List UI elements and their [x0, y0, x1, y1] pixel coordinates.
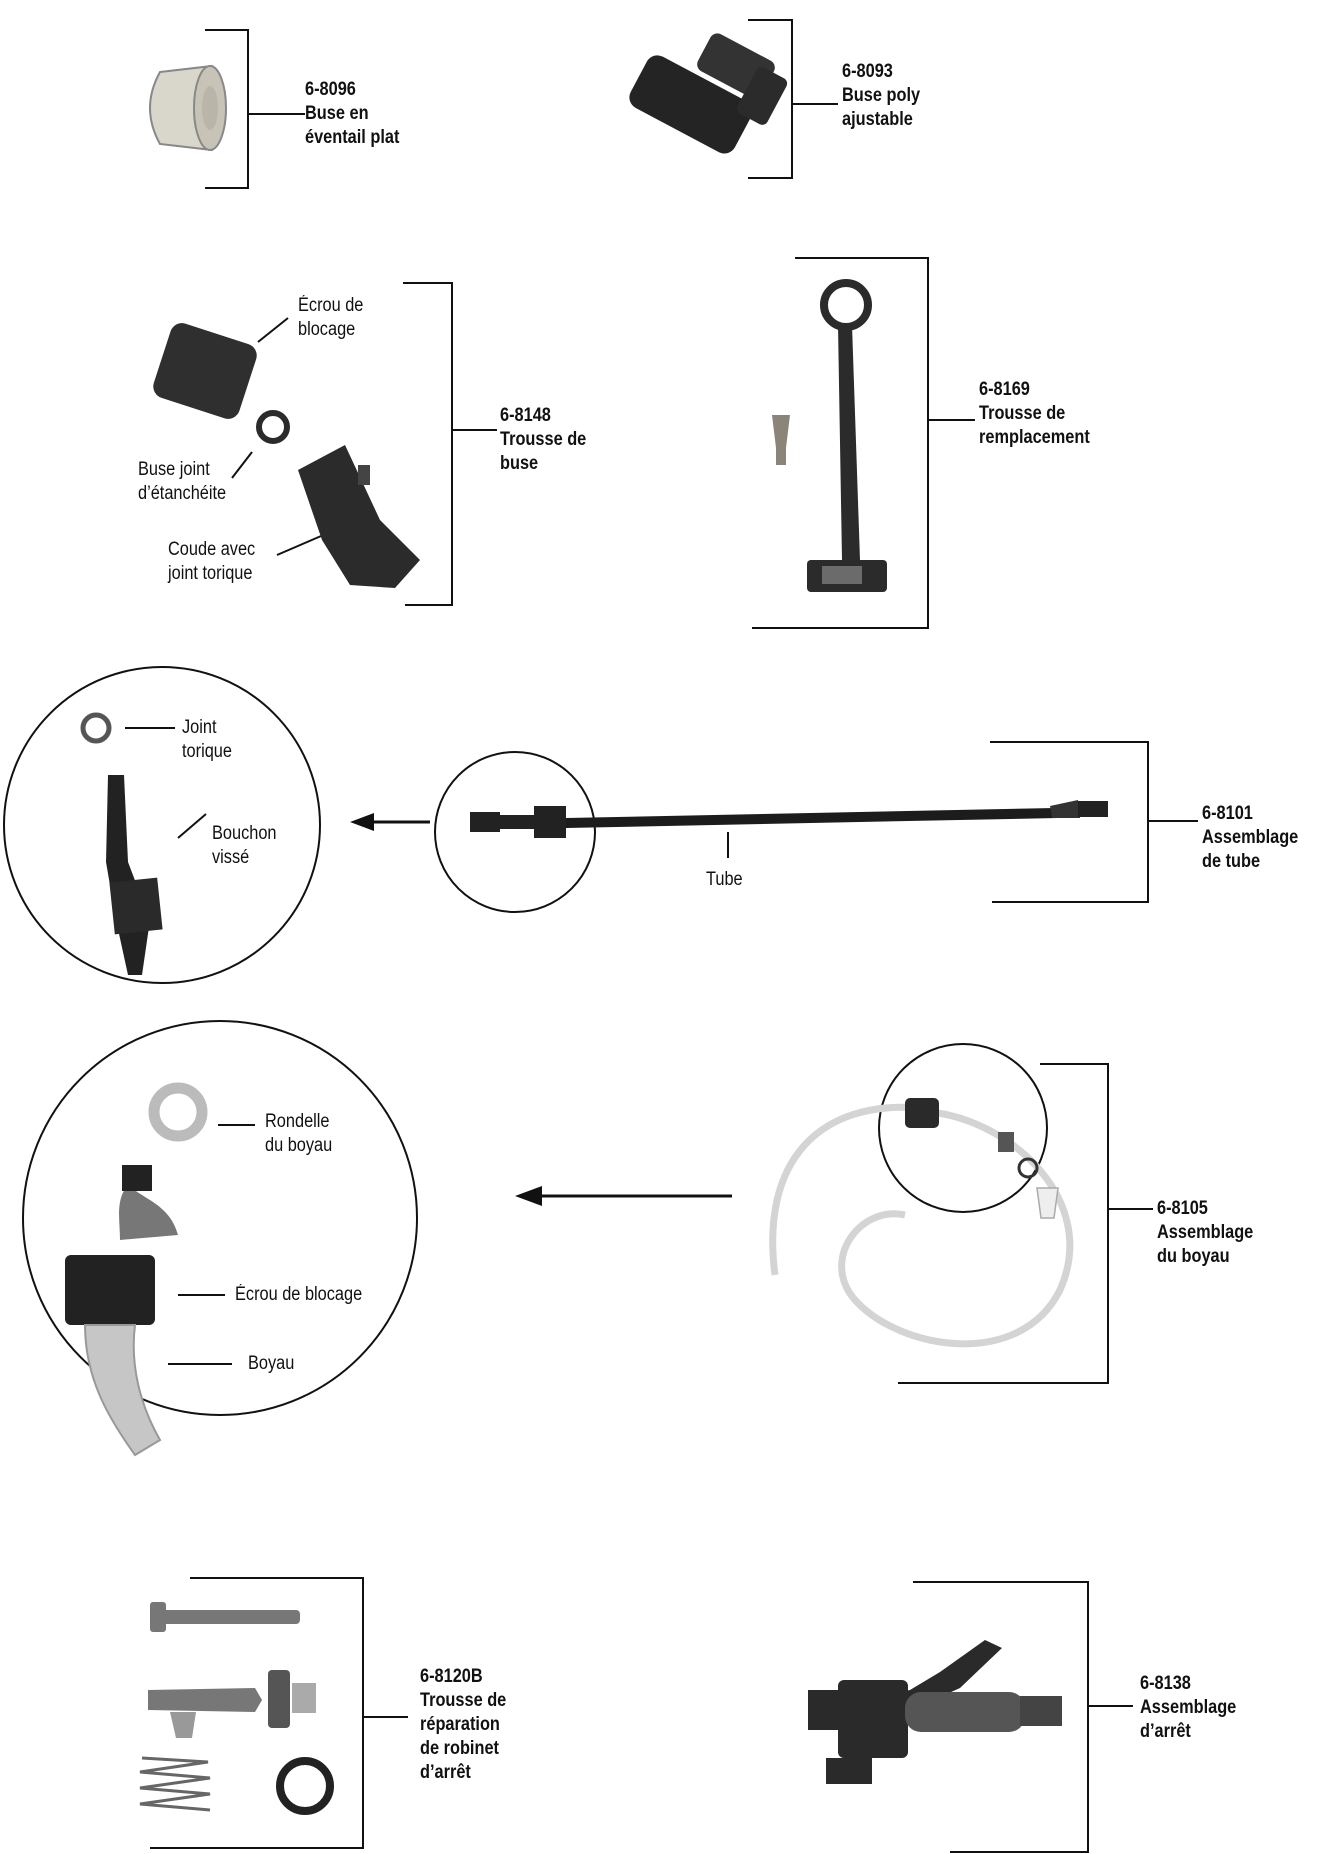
- callout-line: d’étanchéite: [138, 483, 227, 504]
- callout-ecrou-blocage-hose: Écrou de blocage: [235, 1283, 362, 1307]
- bracket-8093: [748, 19, 793, 179]
- part-number: 6-8148: [500, 405, 551, 426]
- part-name-line: éventail plat: [305, 127, 400, 148]
- callout-line: Joint: [182, 717, 217, 738]
- part-name-line: Assemblage: [1157, 1222, 1254, 1243]
- callout-coude: Coude avec joint torique: [168, 538, 255, 586]
- part-label-8148: 6-8148 Trousse de buse: [500, 404, 586, 476]
- callout-tube: Tube: [706, 868, 743, 892]
- arrow-head-hose: [515, 1186, 542, 1206]
- bracket-8105: [898, 1063, 1109, 1384]
- part-name-line: Trousse de: [979, 403, 1066, 424]
- part-label-8105: 6-8105 Assemblage du boyau: [1157, 1197, 1253, 1269]
- part-name-line: réparation: [420, 1714, 500, 1735]
- flat-fan-nozzle: [149, 64, 227, 152]
- shutoff-assembly: [808, 1640, 1062, 1784]
- part-name-line: de robinet: [420, 1738, 499, 1759]
- tube-assembly: [470, 800, 1108, 838]
- part-name-line: de tube: [1202, 851, 1261, 872]
- callout-line: Rondelle: [265, 1111, 330, 1132]
- callout-boyau: Boyau: [248, 1352, 294, 1376]
- part-number: 6-8093: [842, 61, 893, 82]
- part-name-line: Trousse de: [500, 429, 587, 450]
- part-name-line: ajustable: [842, 109, 913, 130]
- nozzle-kit: [153, 323, 420, 588]
- part-number: 6-8101: [1202, 803, 1253, 824]
- part-number: 6-8138: [1140, 1673, 1191, 1694]
- part-name-line: d’arrêt: [1140, 1721, 1191, 1742]
- callout-joint-torique: Joint torique: [182, 716, 232, 764]
- part-label-8096: 6-8096 Buse en éventail plat: [305, 78, 399, 150]
- callout-line: Coude avec: [168, 539, 256, 560]
- part-number: 6-8169: [979, 379, 1030, 400]
- part-name-line: Assemblage: [1202, 827, 1299, 848]
- callout-line: Bouchon: [212, 823, 277, 844]
- part-label-8138: 6-8138 Assemblage d’arrêt: [1140, 1672, 1236, 1744]
- part-name-line: du boyau: [1157, 1246, 1230, 1267]
- part-number: 6-8096: [305, 79, 356, 100]
- bracket-8120b: [150, 1577, 364, 1849]
- part-label-8169: 6-8169 Trousse de remplacement: [979, 378, 1090, 450]
- hose-highlight-circle: [878, 1043, 1048, 1213]
- replacement-kit: [772, 279, 887, 592]
- shutoff-repair-kit: [139, 1602, 334, 1815]
- tube-end-detail: [80, 712, 163, 975]
- part-label-8093: 6-8093 Buse poly ajustable: [842, 60, 920, 132]
- callout-rondelle: Rondelle du boyau: [265, 1110, 332, 1158]
- bracket-8101: [990, 741, 1149, 903]
- hose-end-detail: [65, 1082, 208, 1457]
- callout-line: joint torique: [168, 563, 253, 584]
- bracket-8169: [752, 257, 929, 629]
- part-name-line: Trousse de: [420, 1690, 507, 1711]
- bracket-8148: [403, 282, 453, 606]
- callout-line: vissé: [212, 847, 250, 868]
- callout-line: Tube: [706, 869, 743, 890]
- part-name-line: Assemblage: [1140, 1697, 1237, 1718]
- hose-assembly: [769, 1103, 1074, 1348]
- part-number: 6-8105: [1157, 1198, 1208, 1219]
- callout-line: Buse joint: [138, 459, 210, 480]
- part-label-8101: 6-8101 Assemblage de tube: [1202, 802, 1298, 874]
- part-name-line: Buse en: [305, 103, 369, 124]
- bracket-8096: [205, 29, 249, 189]
- callout-buse-joint: Buse joint d’étanchéite: [138, 458, 226, 506]
- callout-line: torique: [182, 741, 232, 762]
- detail-circle-hose: [22, 1020, 418, 1416]
- callout-line: Écrou de blocage: [235, 1284, 363, 1305]
- part-name-line: buse: [500, 453, 539, 474]
- callout-line: blocage: [298, 319, 356, 340]
- callout-bouchon: Bouchon vissé: [212, 822, 277, 870]
- tube-highlight-circle: [434, 751, 596, 913]
- callout-line: Boyau: [248, 1353, 295, 1374]
- bracket-8138: [913, 1581, 1089, 1853]
- adjustable-poly-nozzle: [629, 33, 788, 154]
- callout-line: du boyau: [265, 1135, 333, 1156]
- hose-fittings: [905, 1098, 1059, 1219]
- part-label-8120b: 6-8120B Trousse de réparation de robinet…: [420, 1665, 506, 1785]
- callout-ecrou-blocage: Écrou de blocage: [298, 294, 363, 342]
- arrow-head-tube: [350, 813, 374, 831]
- part-name-line: Buse poly: [842, 85, 921, 106]
- part-number: 6-8120B: [420, 1666, 483, 1687]
- callout-line: Écrou de: [298, 295, 364, 316]
- part-name-line: remplacement: [979, 427, 1090, 448]
- detail-circle-tube: [3, 666, 321, 984]
- part-name-line: d’arrêt: [420, 1762, 471, 1783]
